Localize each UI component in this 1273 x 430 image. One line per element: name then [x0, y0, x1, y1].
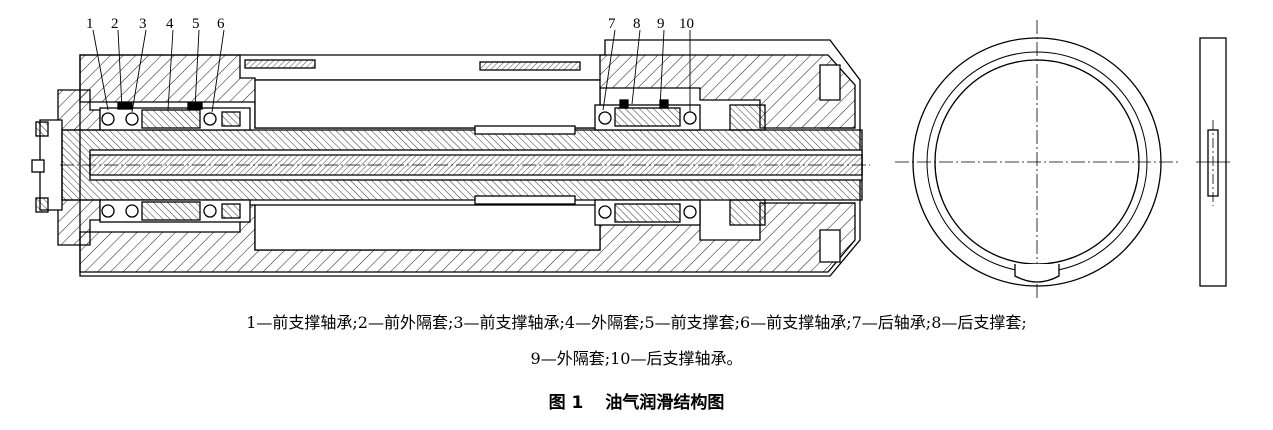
side-view [1196, 37, 1230, 287]
top-cover-2 [479, 61, 581, 71]
upper-cavity [254, 79, 601, 129]
figure-title: 油气润滑结构图 [605, 393, 725, 413]
front-bearings-lower [99, 199, 251, 223]
front-nose [39, 119, 63, 211]
sectional-view [31, 39, 870, 277]
ring-bottom-groove [1014, 264, 1060, 283]
drawbar [89, 154, 863, 176]
top-cover [244, 59, 316, 69]
housing-outline [79, 39, 861, 277]
figure-caption: 图 1 油气润滑结构图 [0, 388, 1273, 413]
callout-4: 4 [166, 16, 174, 32]
callout-9: 9 [657, 16, 665, 32]
callout-1: 1 [86, 16, 94, 32]
callout-5: 5 [192, 16, 200, 32]
callout-10: 10 [679, 16, 694, 32]
legend-line-1: 1—前支撑轴承;2—前外隔套;3—前支撑轴承;4—外隔套;5—前支撑套;6—前支… [246, 313, 1027, 332]
front-nose-notch-bottom [35, 197, 49, 213]
lower-cavity [254, 204, 601, 251]
middle-sleeve-lower [474, 195, 576, 205]
callout-6: 6 [217, 16, 225, 32]
front-bearings-upper [99, 102, 251, 131]
legend-line-2: 9—外隔套;10—后支撑轴承。 [530, 349, 743, 368]
ring-end-view [895, 20, 1180, 300]
rear-end-block [819, 64, 841, 101]
rear-end-block-lower [819, 229, 841, 263]
callout-2: 2 [111, 16, 119, 32]
front-key [31, 159, 45, 173]
callout-3: 3 [139, 16, 147, 32]
rear-bearings-lower [594, 199, 766, 226]
rear-bearings-upper [594, 99, 766, 131]
figure-number: 图 1 [548, 393, 584, 413]
callout-8: 8 [633, 16, 641, 32]
front-nose-notch-top [35, 121, 49, 137]
spindle-drawing: 1 2 3 4 5 6 7 8 9 10 [31, 16, 1230, 300]
callout-leaders [92, 29, 691, 113]
callout-7: 7 [608, 16, 616, 32]
callout-labels: 1 2 3 4 5 6 7 8 9 10 [86, 16, 694, 32]
middle-sleeve-upper [474, 125, 576, 135]
